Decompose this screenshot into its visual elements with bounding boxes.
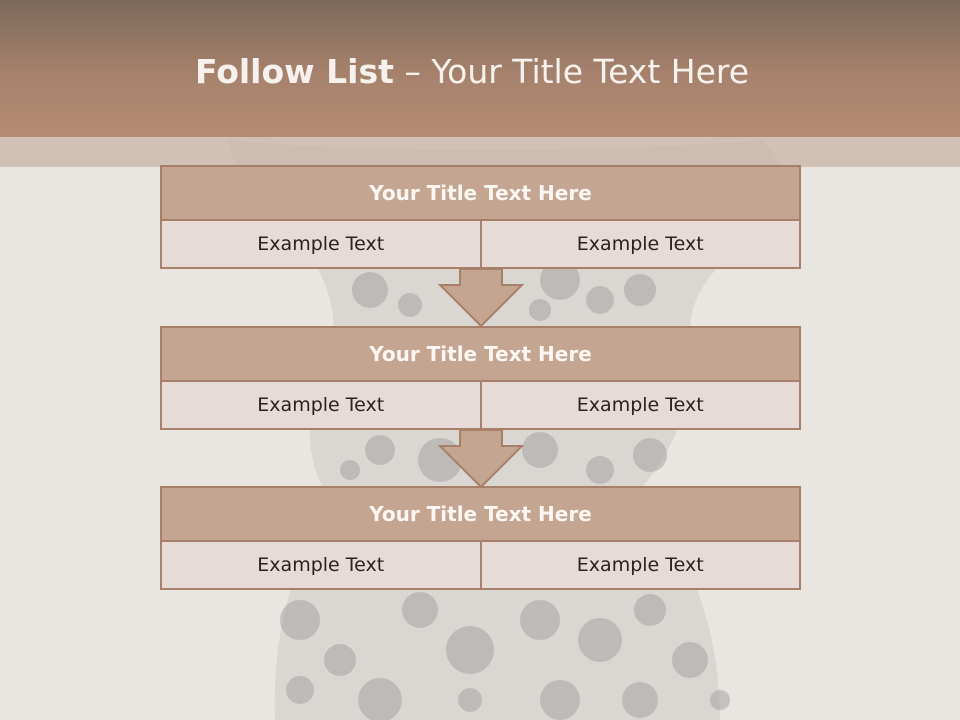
title-bar	[0, 0, 960, 137]
list-block-1: Your Title Text Here Example Text Exampl…	[160, 165, 801, 269]
list-block-2: Your Title Text Here Example Text Exampl…	[160, 326, 801, 430]
list-block-row: Example Text Example Text	[160, 540, 801, 590]
list-block-cell-right: Example Text	[479, 219, 801, 269]
list-block-cell-left: Example Text	[160, 219, 482, 269]
list-block-row: Example Text Example Text	[160, 219, 801, 269]
down-arrow-icon	[438, 268, 524, 328]
down-arrow-icon	[438, 429, 524, 489]
list-block-title: Your Title Text Here	[160, 165, 801, 221]
list-block-cell-left: Example Text	[160, 540, 482, 590]
slide-title: Follow List – Your Title Text Here	[0, 52, 944, 91]
list-block-cell-left: Example Text	[160, 380, 482, 430]
list-block-title: Your Title Text Here	[160, 486, 801, 542]
list-block-cell-right: Example Text	[479, 540, 801, 590]
list-block-3: Your Title Text Here Example Text Exampl…	[160, 486, 801, 590]
list-block-row: Example Text Example Text	[160, 380, 801, 430]
list-block-cell-right: Example Text	[479, 380, 801, 430]
slide-title-rest: – Your Title Text Here	[393, 52, 750, 91]
slide-title-bold: Follow List	[194, 52, 394, 91]
list-block-title: Your Title Text Here	[160, 326, 801, 382]
title-bar-band	[0, 137, 960, 167]
